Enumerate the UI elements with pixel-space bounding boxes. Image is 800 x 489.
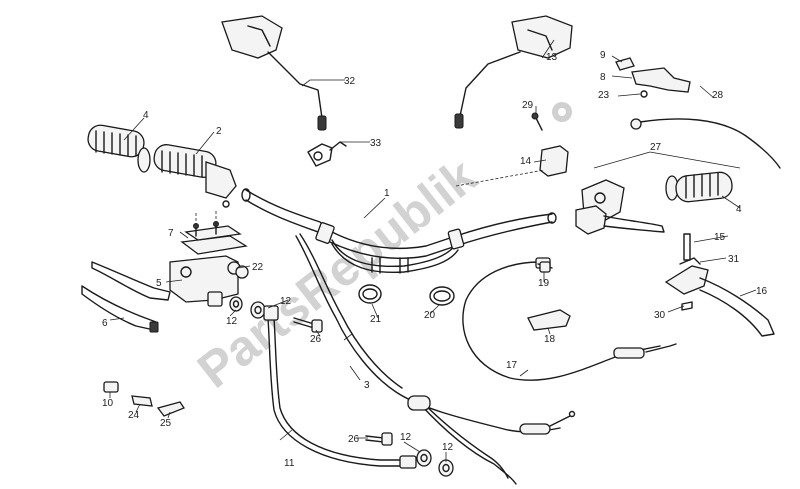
- callout-19: 19: [538, 278, 550, 289]
- callout-29: 29: [522, 100, 534, 111]
- callout-12-b: 12: [226, 316, 238, 327]
- callout-10: 10: [102, 398, 114, 409]
- rear-lever: [664, 233, 775, 337]
- callout-20: 20: [424, 310, 436, 321]
- small-fittings: [103, 381, 185, 417]
- front-brake-levers: [81, 261, 171, 333]
- callout-26-a: 26: [310, 334, 322, 345]
- callout-7: 7: [168, 228, 174, 239]
- callout-25: 25: [160, 418, 172, 429]
- callout-15: 15: [714, 232, 726, 243]
- callout-30: 30: [654, 310, 666, 321]
- callout-1: 1: [384, 188, 390, 199]
- callout-26-b: 26: [348, 434, 360, 445]
- washers: [229, 296, 454, 477]
- callout-5: 5: [156, 278, 162, 289]
- right-mirror: [454, 15, 573, 129]
- callout-4-right: 4: [736, 204, 742, 215]
- callout-6: 6: [102, 318, 108, 329]
- leader-lines: [109, 39, 757, 462]
- banjo-bolts: [293, 317, 393, 446]
- callout-4-left: 4: [143, 110, 149, 121]
- callout-31: 31: [728, 254, 740, 265]
- callout-13: 13: [546, 52, 558, 63]
- callout-14: 14: [520, 156, 532, 167]
- throttle-cable: [295, 233, 576, 485]
- callout-28: 28: [712, 90, 724, 101]
- callout-27: 27: [650, 142, 662, 153]
- callout-12-a: 12: [280, 296, 292, 307]
- callout-9: 9: [600, 50, 606, 61]
- callout-12-c: 12: [400, 432, 412, 443]
- guide-lines: [195, 169, 545, 226]
- callout-12-d: 12: [442, 442, 454, 453]
- clutch-cable: [630, 118, 781, 169]
- callout-2: 2: [216, 126, 222, 137]
- callout-32: 32: [344, 76, 356, 87]
- throttle-grip: [153, 144, 237, 208]
- callout-11: 11: [284, 458, 295, 469]
- callout-labels: 32 33 1 4 2 13 9 8 23 29 14 28 27 4 7 22…: [102, 50, 768, 469]
- gear-watermark-icon: [552, 102, 572, 122]
- mirror-clamp: [307, 141, 347, 167]
- callout-8: 8: [600, 72, 606, 83]
- brake-switch: [527, 261, 571, 331]
- callout-3: 3: [364, 380, 370, 391]
- switch-housing-screw: [531, 102, 572, 177]
- callout-16: 16: [756, 286, 768, 297]
- right-grip: [665, 171, 733, 203]
- callout-21: 21: [370, 314, 382, 325]
- callout-23: 23: [598, 90, 610, 101]
- callout-24: 24: [128, 410, 140, 421]
- callout-22: 22: [252, 262, 264, 273]
- callout-17: 17: [506, 360, 518, 371]
- callout-33: 33: [370, 138, 382, 149]
- left-grip: [87, 124, 151, 173]
- callout-18: 18: [544, 334, 556, 345]
- left-mirror: [221, 15, 327, 131]
- hose-clamps: [358, 284, 455, 306]
- master-cylinder: [169, 221, 249, 307]
- front-brake-hose: [263, 305, 417, 469]
- right-switch-lever: [575, 179, 665, 235]
- handlebar: [241, 188, 557, 274]
